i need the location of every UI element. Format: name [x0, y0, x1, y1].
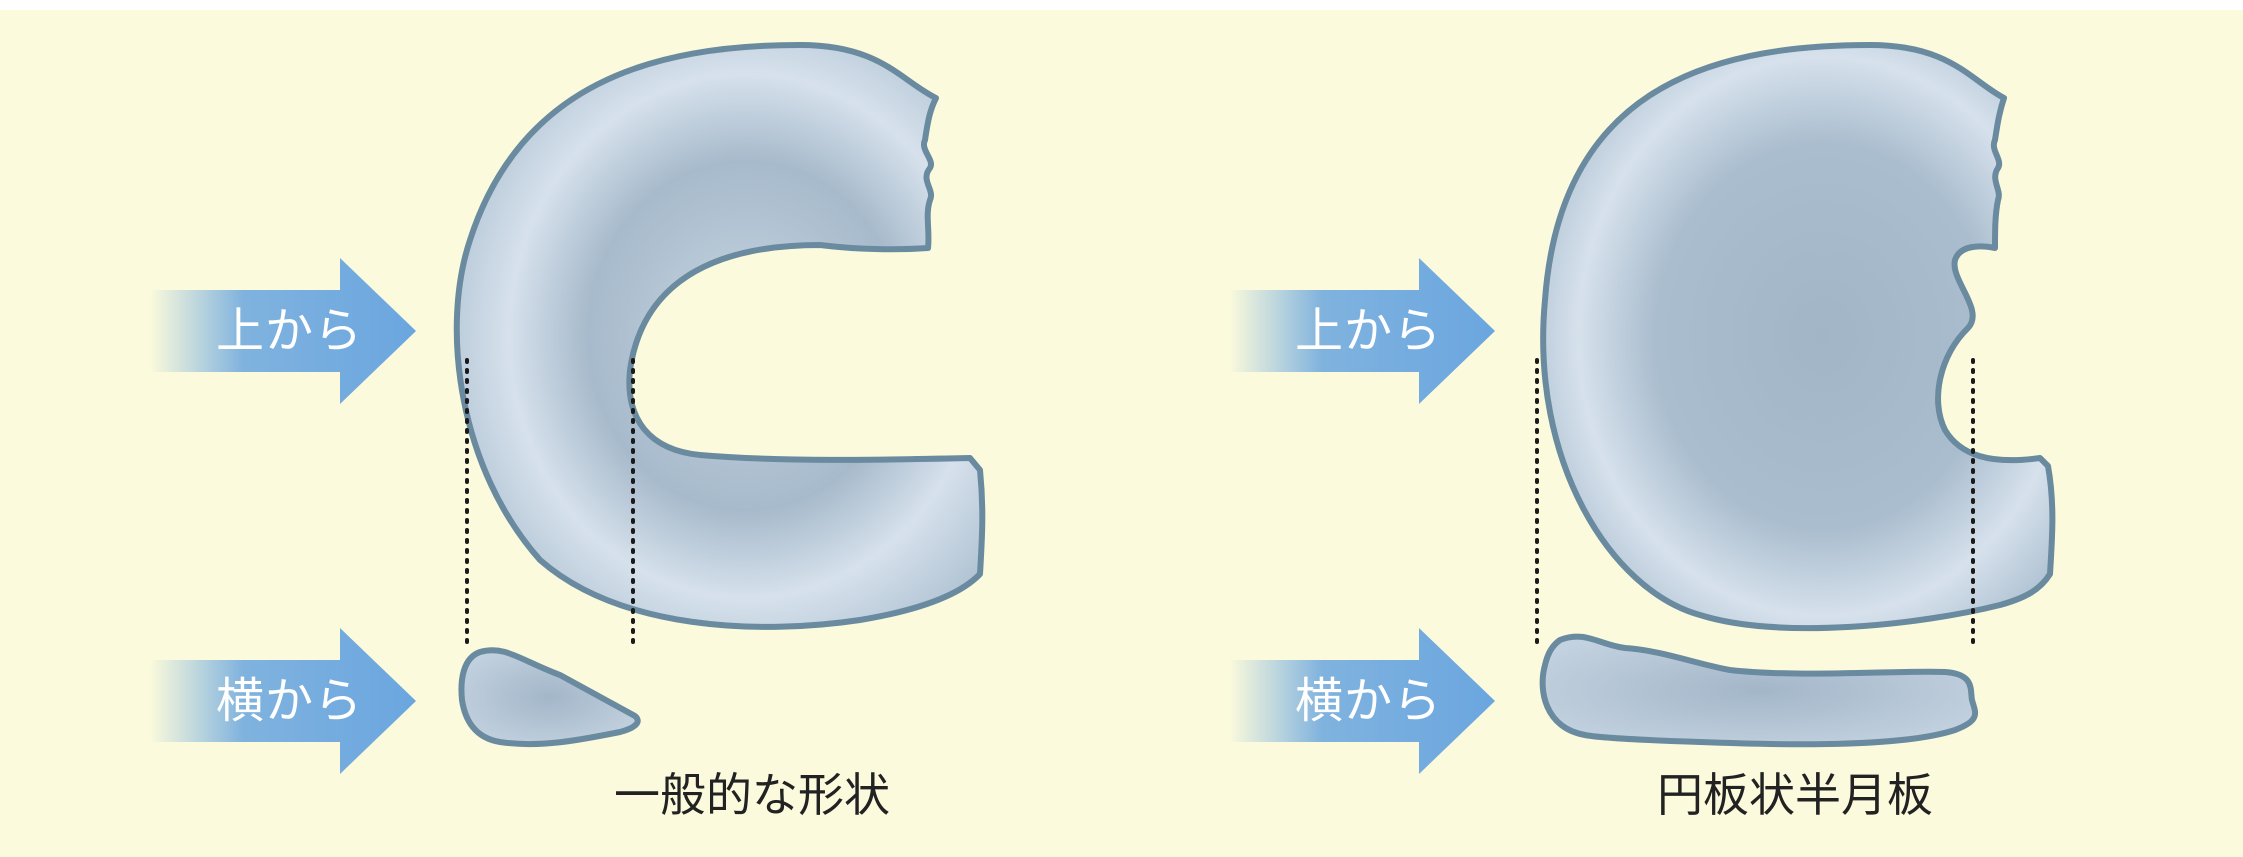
top-view-arrow-right	[1229, 258, 1495, 404]
arrow-label-top-view: 上から	[216, 303, 364, 359]
side-view-arrow	[150, 628, 416, 774]
diagram-canvas: 上から 横から 上から 横から 一般的な形状 円板状半月板	[0, 10, 2243, 857]
discoid-meniscus	[1540, 42, 2056, 632]
c-shaped-meniscus-side-view	[458, 647, 641, 748]
discoid-meniscus-side-view	[1539, 633, 1979, 748]
arrow-label-side-view-right: 横から	[1295, 673, 1443, 729]
caption-discoid-meniscus: 円板状半月板	[1657, 768, 1933, 822]
arrow-label-side-view: 横から	[216, 673, 364, 729]
side-view-arrow-right	[1229, 628, 1495, 774]
top-view-arrow	[150, 258, 416, 404]
c-shaped-meniscus	[453, 42, 986, 630]
arrow-label-top-view-right: 上から	[1295, 303, 1443, 359]
caption-normal-meniscus: 一般的な形状	[614, 768, 890, 822]
